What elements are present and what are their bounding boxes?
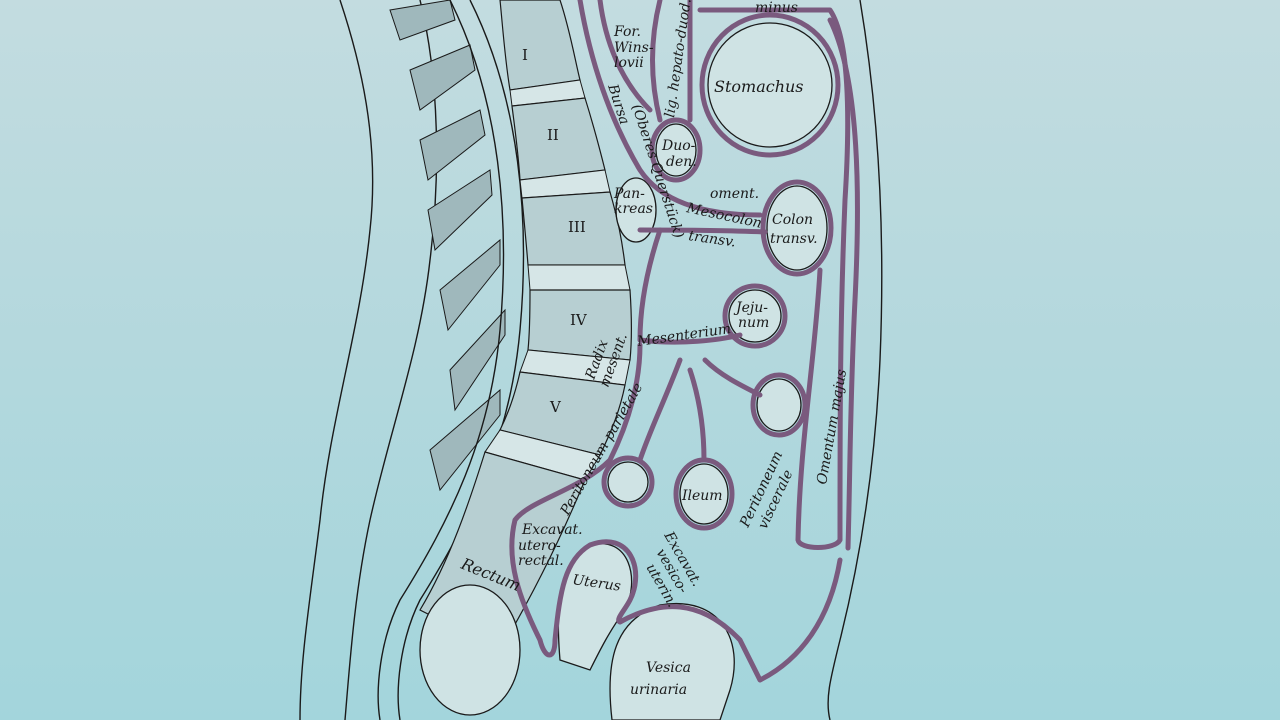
label-foramen-winslovii: For. [613,24,641,40]
bladder [609,602,735,720]
vertebra-label: II [547,126,559,144]
vertebra-label: IV [570,311,588,329]
rectum [419,584,521,716]
label-vesica-urinaria: Vesica [646,660,691,676]
label-colon: transv. [770,231,818,247]
spinal-canal [377,0,505,720]
label-excavat-utero-rectal: utero- [518,538,561,554]
vertebra-label: V [549,398,562,416]
label-omentum: oment. [710,186,759,202]
jejunum [728,289,782,343]
label-vesica-urinaria: urinaria [630,682,687,698]
small-intestine-loop [756,378,802,432]
ileum [679,463,729,525]
label-omentum-majus: Omentum majus [814,368,850,486]
back-skin [344,0,438,720]
label-duodenum: Duo- [661,138,696,154]
label-mesocolon: Mesocolon [684,200,763,232]
label-colon: Colon [772,212,813,228]
label-foramen-winslovii: Wins- [614,40,654,56]
label-pankreas: kreas [614,201,653,217]
vertebra-label: I [522,46,528,64]
colon-transversum [766,185,828,271]
peritoneum [509,0,860,683]
label-mesenterium: Mesenterium [635,321,732,350]
label-jejunum: num [738,315,769,331]
label-uterus: Uterus [571,572,621,595]
body-outline-back [299,0,374,720]
small-intestine-loop [607,461,649,503]
pancreas [615,177,657,243]
label-duodenum: den. [666,154,697,170]
label-foramen-winslovii: lovii [614,55,644,71]
label-jejunum: Jeju- [733,300,768,316]
label-ileum: Ileum [681,488,723,504]
label-pankreas: Pan- [613,186,645,202]
label-mesocolon: transv. [687,228,736,250]
vertebra-label: III [568,218,586,236]
label-excavat-utero-rectal: Excavat. [521,522,583,538]
label-omentum-minus: minus [755,0,798,16]
duodenum [655,123,697,177]
body-outline-front [827,0,883,720]
label-stomachus: Stomachus [714,77,804,96]
ribs [389,0,506,492]
label-excavat-utero-rectal: rectal. [518,553,564,569]
stomach [707,22,833,148]
